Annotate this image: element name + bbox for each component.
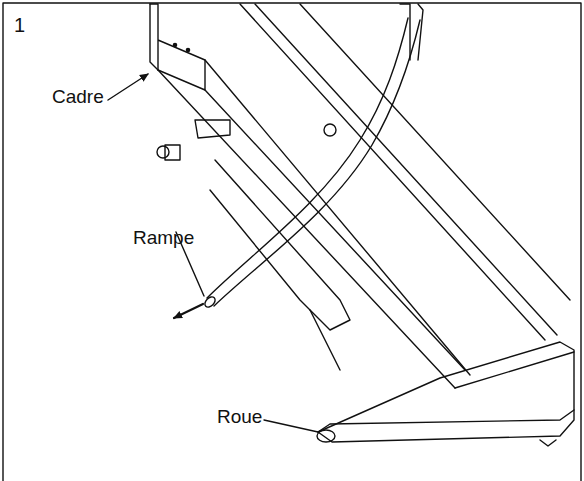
part-label: Rampe [133,228,194,249]
part-label: Cadre [52,87,104,108]
part-label: Roue [217,407,262,428]
step-number: 1 [14,14,25,36]
